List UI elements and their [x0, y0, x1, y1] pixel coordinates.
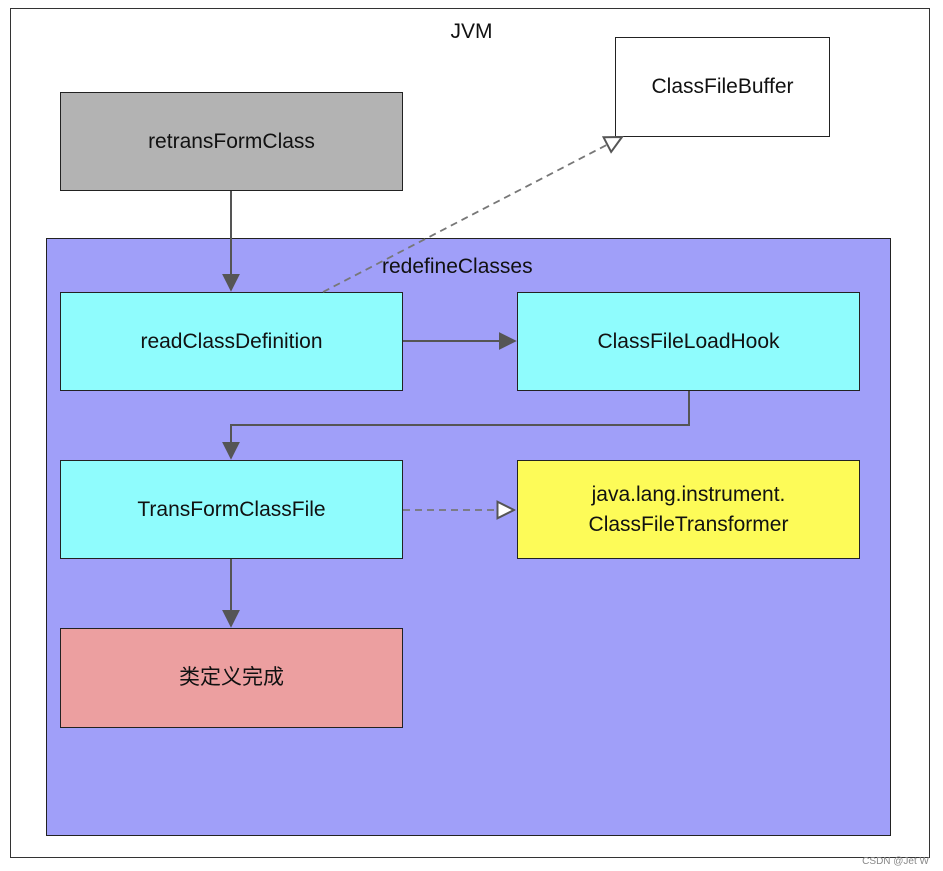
- node-retransform-class: retransFormClass: [60, 92, 403, 191]
- node-class-file-load-hook: ClassFileLoadHook: [517, 292, 860, 391]
- node-class-definition-complete: 类定义完成: [60, 628, 403, 728]
- node-class-file-buffer-label: ClassFileBuffer: [651, 75, 794, 99]
- node-class-file-transformer: java.lang.instrument. ClassFileTransform…: [517, 460, 860, 559]
- node-class-file-transformer-line2: ClassFileTransformer: [588, 512, 789, 536]
- jvm-title: JVM: [450, 20, 493, 43]
- node-transform-class-file: TransFormClassFile: [60, 460, 403, 559]
- node-class-definition-complete-label: 类定义完成: [179, 666, 284, 690]
- node-retransform-class-label: retransFormClass: [148, 129, 315, 153]
- node-class-file-transformer-line1: java.lang.instrument.: [591, 483, 786, 507]
- node-read-class-definition: readClassDefinition: [60, 292, 403, 391]
- node-class-file-load-hook-label: ClassFileLoadHook: [597, 329, 780, 353]
- redefine-classes-label: redefineClasses: [382, 255, 533, 278]
- node-class-file-buffer: ClassFileBuffer: [615, 37, 830, 137]
- node-read-class-definition-label: readClassDefinition: [140, 329, 323, 353]
- watermark: CSDN @Jet W: [862, 856, 929, 867]
- node-transform-class-file-label: TransFormClassFile: [137, 497, 326, 521]
